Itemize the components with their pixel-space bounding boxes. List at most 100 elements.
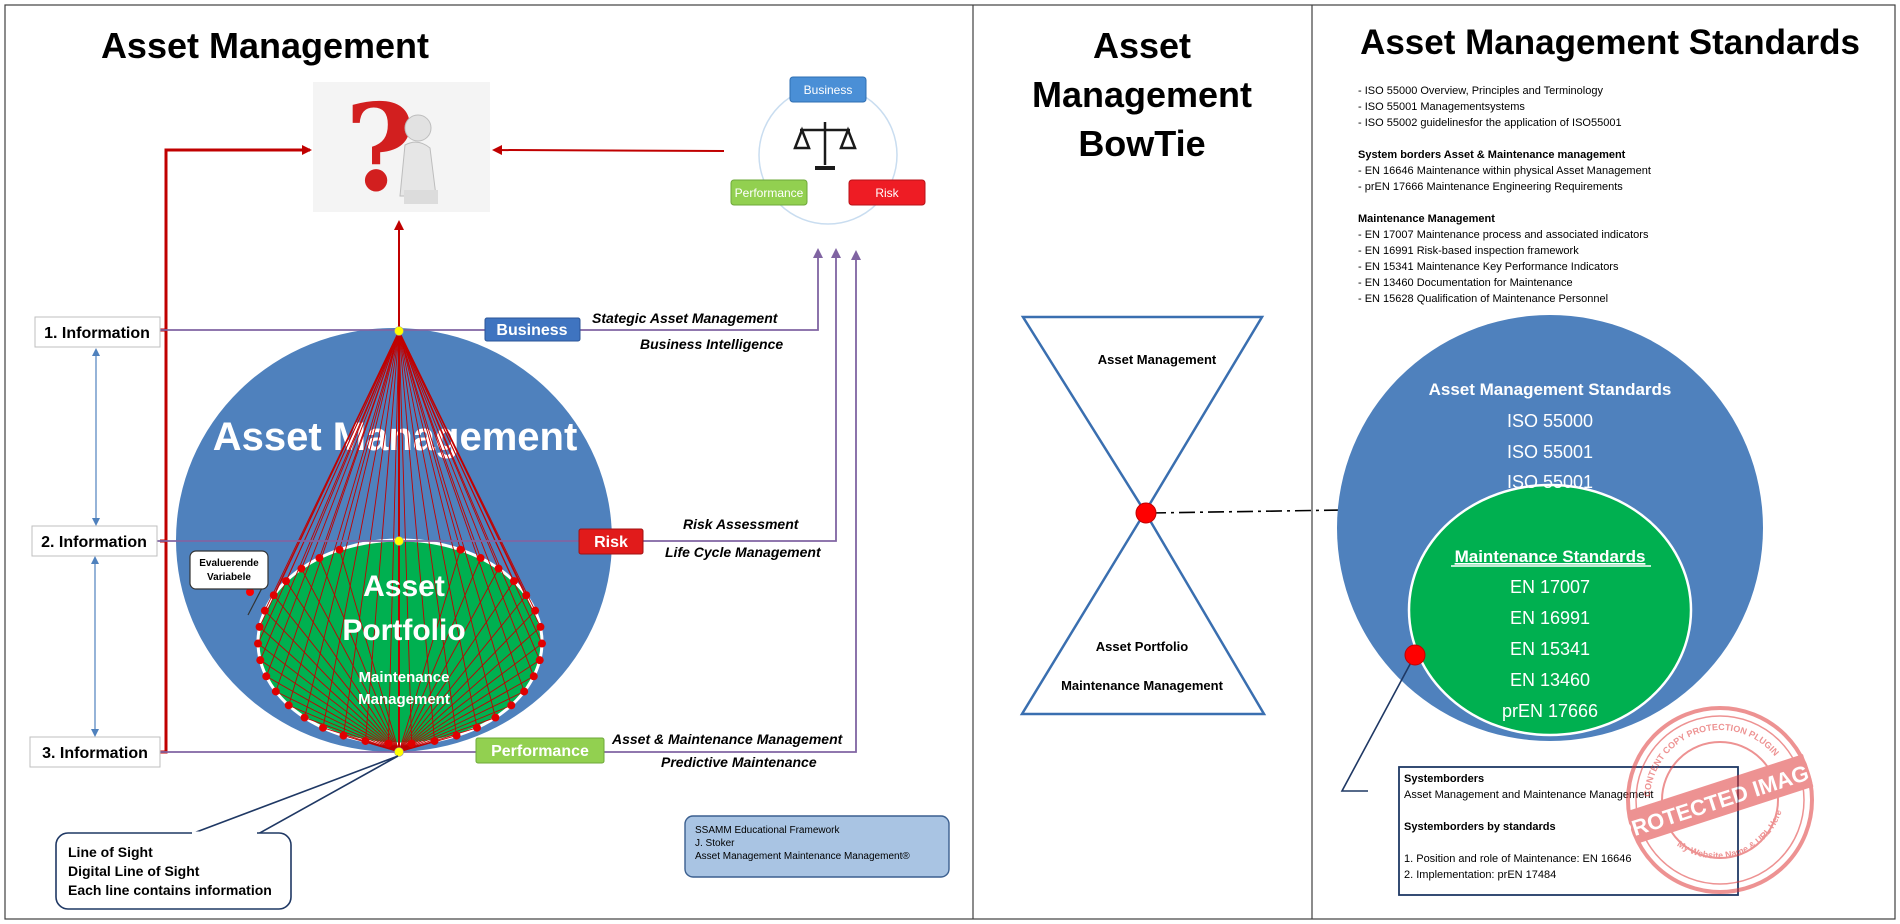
border-dot: [536, 622, 545, 631]
information-box-1: 1. Information: [34, 316, 161, 348]
border-dot: [297, 564, 306, 573]
performance-line: [160, 250, 861, 753]
systemborders-heading-1: Systemborders: [1404, 773, 1484, 785]
bowtie-title-3: BowTie: [1078, 123, 1205, 164]
information-label-1: 1. Information: [44, 325, 150, 342]
border-dot: [361, 736, 370, 745]
line-of-sight-2: Digital Line of Sight: [68, 863, 200, 879]
balance-performance-label: Performance: [735, 186, 804, 200]
border-dot: [262, 672, 271, 681]
strategic-label: Stategic Asset Management: [592, 310, 779, 326]
asset-portfolio-label-2: Portfolio: [342, 614, 465, 647]
credit-line-1: SSAMM Educational Framework: [695, 825, 840, 836]
bowtie-top-label: Asset Management: [1098, 352, 1217, 367]
fan-line: [398, 330, 478, 728]
border-dot: [300, 713, 309, 722]
border-dot: [284, 701, 293, 710]
border-dot: [452, 731, 461, 740]
fan-line: [318, 557, 400, 753]
fan-line: [285, 330, 400, 582]
inner-circle-item-5: prEN 17666: [1502, 701, 1598, 721]
fan-line: [285, 580, 400, 753]
balance-scale-icon: [793, 122, 857, 170]
outer-circle-heading: Asset Management Standards: [1429, 380, 1672, 399]
fan-line: [339, 549, 400, 753]
fan-line: [288, 330, 400, 706]
fan-line: [398, 330, 512, 706]
outer-circle-item-2: ISO 55001: [1507, 442, 1593, 462]
inner-circle-heading: Maintenance Standards: [1455, 547, 1646, 566]
outer-circle-item-1: ISO 55000: [1507, 411, 1593, 431]
business-badge-label: Business: [496, 322, 567, 339]
systemborders-box: Systemborders Asset Management and Maint…: [1398, 766, 1739, 896]
maintenance-label-2: Management: [358, 691, 450, 708]
fan-line: [398, 330, 541, 661]
fan-line: [273, 330, 400, 596]
fan-line: [398, 330, 525, 692]
credit-line-3: Asset Management Maintenance Management®: [695, 851, 910, 862]
asset-management-circle-label: Asset Management: [213, 415, 578, 459]
fan-line: [273, 594, 400, 753]
right-panel: Asset Management Standards - ISO 55000 O…: [1337, 23, 1860, 896]
fan-line: [322, 727, 400, 753]
fan-line: [301, 568, 400, 753]
fan-line: [301, 330, 400, 569]
border-dot: [535, 656, 544, 665]
fan-line: [343, 330, 400, 736]
information-box-2: 2. Information: [31, 525, 158, 557]
inner-circle-item-1: EN 17007: [1510, 577, 1590, 597]
fan-line: [365, 330, 400, 741]
iso-list-item-2: - ISO 55001 Managementsystems: [1358, 101, 1525, 113]
fan-line: [398, 675, 534, 753]
maintenance-item-4: - EN 13460 Documentation for Maintenance: [1358, 277, 1573, 289]
systemborders-line-2: 2. Implementation: prEN 17484: [1404, 869, 1556, 881]
border-dot: [531, 606, 540, 615]
risk-assessment-label: Risk Assessment: [683, 516, 800, 532]
fan-line: [398, 717, 496, 753]
fan-line: [265, 330, 400, 677]
fan-line: [275, 330, 400, 692]
fan-lines: [257, 330, 543, 753]
maintenance-label-1: Maintenance: [359, 669, 450, 686]
bowtie-bottom-label-1: Asset Portfolio: [1096, 639, 1189, 654]
fan-line: [398, 568, 499, 753]
fan-line: [398, 580, 515, 753]
border-dot: [254, 639, 263, 648]
fan-line: [398, 330, 457, 736]
fan-line: [398, 549, 461, 753]
bowtie-title-2: Management: [1032, 74, 1252, 115]
border-dot: [529, 672, 538, 681]
bowtie-bottom-triangle: [1019, 509, 1267, 716]
border-dot: [407, 739, 416, 748]
fan-line: [398, 330, 541, 628]
performance-badge-label: Performance: [491, 743, 589, 760]
system-borders-heading: System borders Asset & Maintenance manag…: [1358, 149, 1626, 161]
border-dot: [476, 554, 485, 563]
fan-line: [398, 330, 413, 744]
fan-line: [398, 610, 536, 753]
fan-line: [288, 704, 400, 753]
life-cycle-label: Life Cycle Management: [665, 544, 822, 560]
border-dot: [430, 736, 439, 745]
fan-line: [266, 675, 400, 753]
bowtie-title-1: Asset: [1093, 25, 1191, 66]
border-dot: [271, 687, 280, 696]
credit-line-2: J. Stoker: [695, 838, 735, 849]
border-dot: [269, 591, 278, 600]
fan-line: [398, 740, 435, 753]
border-dot: [315, 554, 324, 563]
maintenance-heading: Maintenance Management: [1358, 213, 1495, 225]
business-badge: Business: [484, 317, 581, 342]
fan-line: [398, 330, 461, 550]
systemborders-connector: [1340, 654, 1416, 792]
balance-risk-label: Risk: [875, 186, 899, 200]
fan-line: [398, 594, 527, 753]
border-dot: [472, 723, 481, 732]
border-dot: [520, 687, 529, 696]
fan-line: [260, 659, 400, 753]
bowtie-knot: [1135, 502, 1157, 524]
balance-performance-badge: [730, 179, 808, 206]
border-dot: [384, 739, 393, 748]
balance-group: Business Performance Risk: [730, 76, 926, 225]
